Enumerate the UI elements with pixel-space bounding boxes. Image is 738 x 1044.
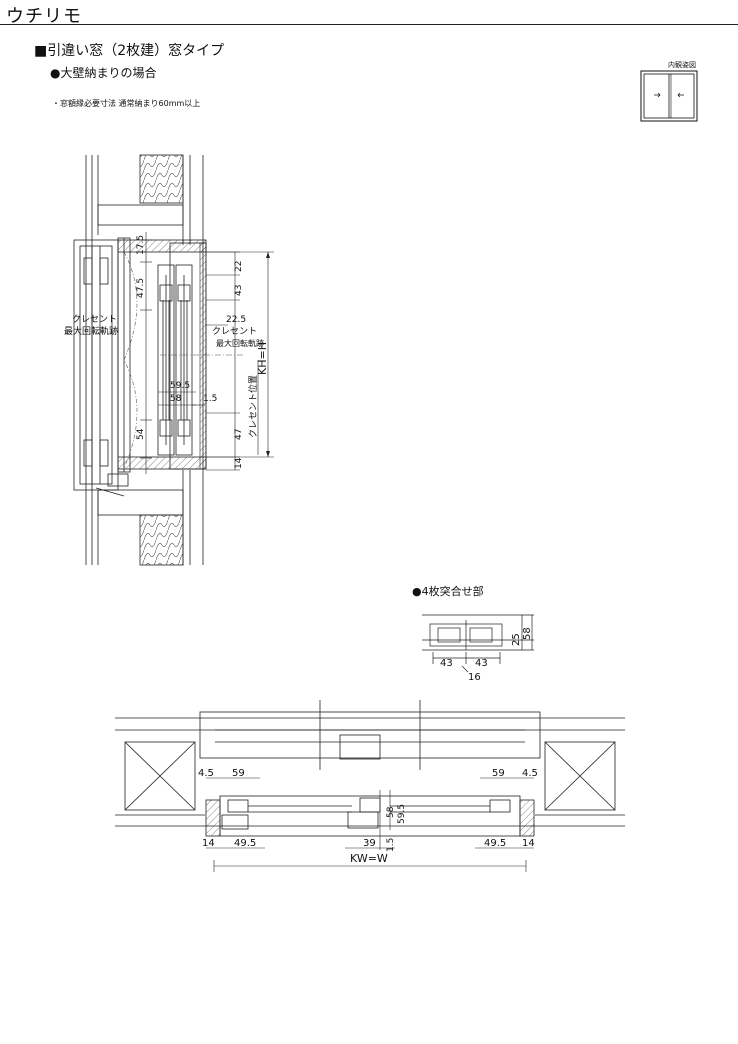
meeting-detail: 43 43 16 25 58 [422, 614, 534, 683]
h-dim-1-5: 1.5 [386, 838, 396, 852]
brand-title: ウチリモ [6, 6, 82, 27]
dim-54: 54 [136, 428, 146, 440]
h-dim-49-5-right: 49.5 [484, 838, 506, 849]
height-label: KH=H [256, 342, 269, 375]
page-title: ■引違い窓（2枚建）窓タイプ [34, 43, 225, 59]
dim-43: 43 [234, 285, 244, 296]
crescent-left-label: クレセント [72, 314, 117, 325]
dim-58: 58 [170, 394, 182, 404]
h-dim-4-5-left: 4.5 [198, 768, 214, 779]
h-dim-39: 39 [363, 838, 376, 849]
header-divider [0, 24, 738, 25]
dim-47: 47 [234, 429, 244, 440]
crescent-right-label: クレセント [212, 326, 257, 337]
meeting-detail-label: ●4枚突合せ部 [412, 585, 484, 598]
detail-dim-25: 25 [511, 633, 522, 646]
width-label: KW=W [350, 852, 388, 865]
section-subtitle: ●大壁納まりの場合 [50, 66, 157, 80]
detail-dim-58: 58 [522, 627, 533, 640]
horizontal-section: 4.5 59 59 4.5 58 59.5 1.5 14 49.5 39 49.… [115, 700, 625, 872]
h-dim-4-5-right: 4.5 [522, 768, 538, 779]
dim-47-5: 47.5 [136, 278, 146, 298]
dim-22-5: 22.5 [226, 315, 246, 325]
vertical-section: 17.5 47.5 22 43 22.5 クレセント 最大回転軌跡 KH=H ク… [64, 154, 274, 566]
crescent-left-sub: 最大回転軌跡 [64, 325, 118, 337]
detail-dim-43a: 43 [440, 658, 453, 669]
h-dim-59-left: 59 [232, 768, 245, 779]
dim-14: 14 [234, 457, 244, 469]
dim-17-5: 17.5 [136, 235, 146, 255]
dim-59-5: 59.5 [170, 381, 190, 391]
inner-view-window-icon [640, 70, 698, 122]
dimension-note: ・窓額縁必要寸法 通常納まり60mm以上 [52, 99, 201, 108]
detail-dim-43b: 43 [475, 658, 488, 669]
inner-view-label: 内観姿図 [668, 61, 696, 69]
h-dim-59-5: 59.5 [397, 804, 407, 824]
crescent-position-label: クレセント位置 [247, 375, 259, 438]
dim-1-5: 1.5 [203, 394, 217, 404]
h-dim-58: 58 [386, 806, 396, 818]
detail-dim-16: 16 [468, 672, 481, 683]
dim-22: 22 [234, 261, 244, 272]
h-dim-14-left: 14 [202, 838, 215, 849]
crescent-right-sub: 最大回転軌跡 [216, 338, 264, 348]
h-dim-14-right: 14 [522, 838, 535, 849]
h-dim-49-5-left: 49.5 [234, 838, 256, 849]
h-dim-59-right: 59 [492, 768, 505, 779]
